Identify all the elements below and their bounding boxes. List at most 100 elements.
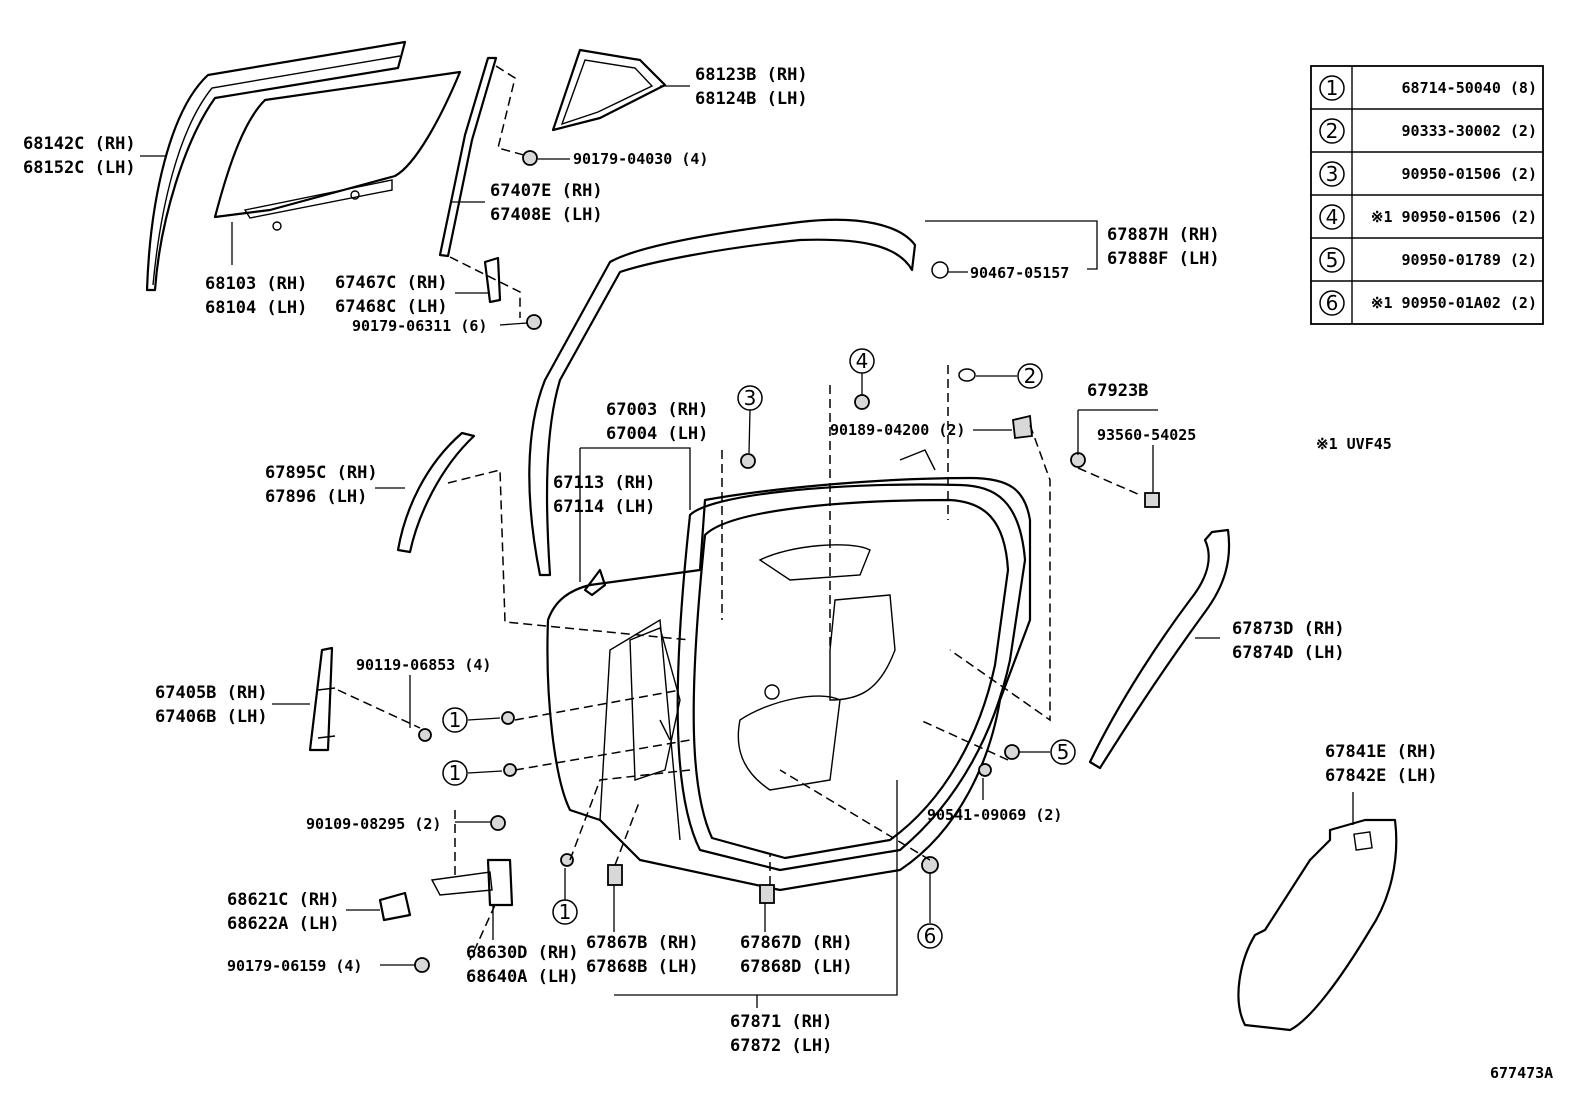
part-67841e-cover xyxy=(1237,818,1398,1032)
figure-id: 677473A xyxy=(1490,1064,1553,1082)
callout-2-text: 2 xyxy=(1024,364,1037,388)
legend-row-6: 6 ※1 90950-01A02 (2) xyxy=(1319,290,1537,316)
callout-1b: 1 xyxy=(442,760,503,786)
legend-row-6-num: 6 xyxy=(1326,291,1339,315)
legend-row-4-part: ※1 90950-01506 (2) xyxy=(1371,208,1537,226)
note-uvf45: ※1 UVF45 xyxy=(1316,435,1392,453)
label-90179-04030: 90179-04030 (4) xyxy=(573,150,708,168)
label-67895c-rh: 67895C (RH) xyxy=(265,463,378,483)
label-67871-rh: 67871 (RH) xyxy=(730,1012,832,1032)
legend-row-2-num: 2 xyxy=(1326,119,1339,143)
part-90179-04030-nut xyxy=(522,150,538,166)
legend-row-3-part: 90950-01506 (2) xyxy=(1402,165,1537,183)
label-90109-08295: 90109-08295 (2) xyxy=(306,815,441,833)
label-67887h-rh: 67887H (RH) xyxy=(1107,225,1220,245)
callout-4-text: 4 xyxy=(856,349,869,373)
part-67405b-channel xyxy=(308,646,421,752)
callout-1c-text: 1 xyxy=(559,900,572,924)
legend-row-2-part: 90333-30002 (2) xyxy=(1402,122,1537,140)
part-67467c-bracket xyxy=(449,256,542,330)
label-90467-05157: 90467-05157 xyxy=(970,264,1069,282)
label-67867d-rh: 67867D (RH) xyxy=(740,933,853,953)
label-67873d-rh: 67873D (RH) xyxy=(1232,619,1345,639)
label-67871: 67871 (RH) 67872 (LH) xyxy=(730,1012,832,1056)
legend-row-4-num: 4 xyxy=(1326,205,1339,229)
label-67407e: 67407E (RH) 67408E (LH) xyxy=(490,181,603,225)
label-67873d: 67873D (RH) 67874D (LH) xyxy=(1232,619,1345,663)
part-68142c-glass-run xyxy=(145,40,407,292)
callout-6-text: 6 xyxy=(924,924,937,948)
legend-row-3: 3 90950-01506 (2) xyxy=(1319,161,1537,187)
label-67405b: 67405B (RH) 67406B (LH) xyxy=(155,683,268,727)
label-68123b-lh: 68124B (LH) xyxy=(695,89,808,109)
callout-6: 6 xyxy=(917,873,943,949)
label-67405b-lh: 67406B (LH) xyxy=(155,707,268,727)
label-68630d-lh: 68640A (LH) xyxy=(466,967,579,987)
label-67113-rh: 67113 (RH) xyxy=(553,473,655,493)
label-67467c-lh: 67468C (LH) xyxy=(335,297,448,317)
label-93560-54025: 93560-54025 xyxy=(1097,426,1196,444)
label-68123b-rh: 68123B (RH) xyxy=(695,65,808,85)
label-67113-lh: 67114 (LH) xyxy=(553,497,655,517)
part-67113-panel xyxy=(583,568,607,597)
part-67887h-weatherstrip xyxy=(528,218,949,577)
label-67407e-rh: 67407E (RH) xyxy=(490,181,603,201)
label-67003-rh: 67003 (RH) xyxy=(606,400,708,420)
callout-5: 5 xyxy=(1019,739,1076,765)
label-67895c: 67895C (RH) 67896 (LH) xyxy=(265,463,378,507)
callout-1a-text: 1 xyxy=(449,708,462,732)
label-68630d: 68630D (RH) 68640A (LH) xyxy=(466,943,579,987)
part-68630d-hinge xyxy=(378,810,514,973)
label-68621c: 68621C (RH) 68622A (LH) xyxy=(227,890,340,934)
label-67841e-rh: 67841E (RH) xyxy=(1325,742,1438,762)
leader-lines xyxy=(140,85,1354,1008)
label-67895c-lh: 67896 (LH) xyxy=(265,487,367,507)
label-90541-09069: 90541-09069 (2) xyxy=(927,806,1062,824)
legend-row-1-num: 1 xyxy=(1326,76,1339,100)
label-68630d-rh: 68630D (RH) xyxy=(466,943,579,963)
legend-row-1: 1 68714-50040 (8) xyxy=(1319,75,1537,101)
callout-1c: 1 xyxy=(552,868,578,925)
label-67867b-lh: 67868B (LH) xyxy=(586,957,699,977)
callout-5-text: 5 xyxy=(1057,740,1070,764)
label-67405b-rh: 67405B (RH) xyxy=(155,683,268,703)
label-67887h-lh: 67888F (LH) xyxy=(1107,249,1220,269)
part-68103-door-glass xyxy=(213,70,462,231)
legend-row-5-num: 5 xyxy=(1326,248,1339,272)
part-67873d-weatherstrip xyxy=(1088,528,1231,770)
label-68103: 68103 (RH) 68104 (LH) xyxy=(205,274,307,318)
callout-3-text: 3 xyxy=(744,386,757,410)
legend-row-3-num: 3 xyxy=(1326,162,1339,186)
label-67873d-lh: 67874D (LH) xyxy=(1232,643,1345,663)
part-68123b-quarter-glass xyxy=(551,48,667,132)
legend-row-6-part: ※1 90950-01A02 (2) xyxy=(1371,294,1537,312)
callout-3: 3 xyxy=(737,385,763,454)
label-67407e-lh: 67408E (LH) xyxy=(490,205,603,225)
label-67003: 67003 (RH) 67004 (LH) xyxy=(606,400,708,444)
legend-row-4: 4 ※1 90950-01506 (2) xyxy=(1319,204,1537,230)
label-90179-06311: 90179-06311 (6) xyxy=(352,317,487,335)
label-67867d-lh: 67868D (LH) xyxy=(740,957,853,977)
legend-table: 1 68714-50040 (8) 2 90333-30002 (2) 3 90… xyxy=(1310,65,1544,325)
part-67895c-belt-molding xyxy=(396,431,476,554)
label-90179-06159: 90179-06159 (4) xyxy=(227,957,362,975)
callout-1a: 1 xyxy=(442,707,501,733)
label-68103-lh: 68104 (LH) xyxy=(205,298,307,318)
label-68103-rh: 68103 (RH) xyxy=(205,274,307,294)
legend-row-1-part: 68714-50040 (8) xyxy=(1402,79,1537,97)
label-68123b: 68123B (RH) 68124B (LH) xyxy=(695,65,808,109)
label-67867d: 67867D (RH) 67868D (LH) xyxy=(740,933,853,977)
label-68621c-rh: 68621C (RH) xyxy=(227,890,340,910)
label-67113: 67113 (RH) 67114 (LH) xyxy=(553,473,655,517)
label-68621c-lh: 68622A (LH) xyxy=(227,914,340,934)
legend-row-5: 5 90950-01789 (2) xyxy=(1319,247,1537,273)
label-67841e: 67841E (RH) 67842E (LH) xyxy=(1325,742,1438,786)
part-small-fasteners xyxy=(418,368,1160,904)
label-68142c: 68142C (RH) 68152C (LH) xyxy=(23,134,136,178)
label-67867b-rh: 67867B (RH) xyxy=(586,933,699,953)
legend-row-2: 2 90333-30002 (2) xyxy=(1319,118,1537,144)
label-67003-lh: 67004 (LH) xyxy=(606,424,708,444)
callout-2: 2 xyxy=(976,363,1043,389)
label-67871-lh: 67872 (LH) xyxy=(730,1036,832,1056)
